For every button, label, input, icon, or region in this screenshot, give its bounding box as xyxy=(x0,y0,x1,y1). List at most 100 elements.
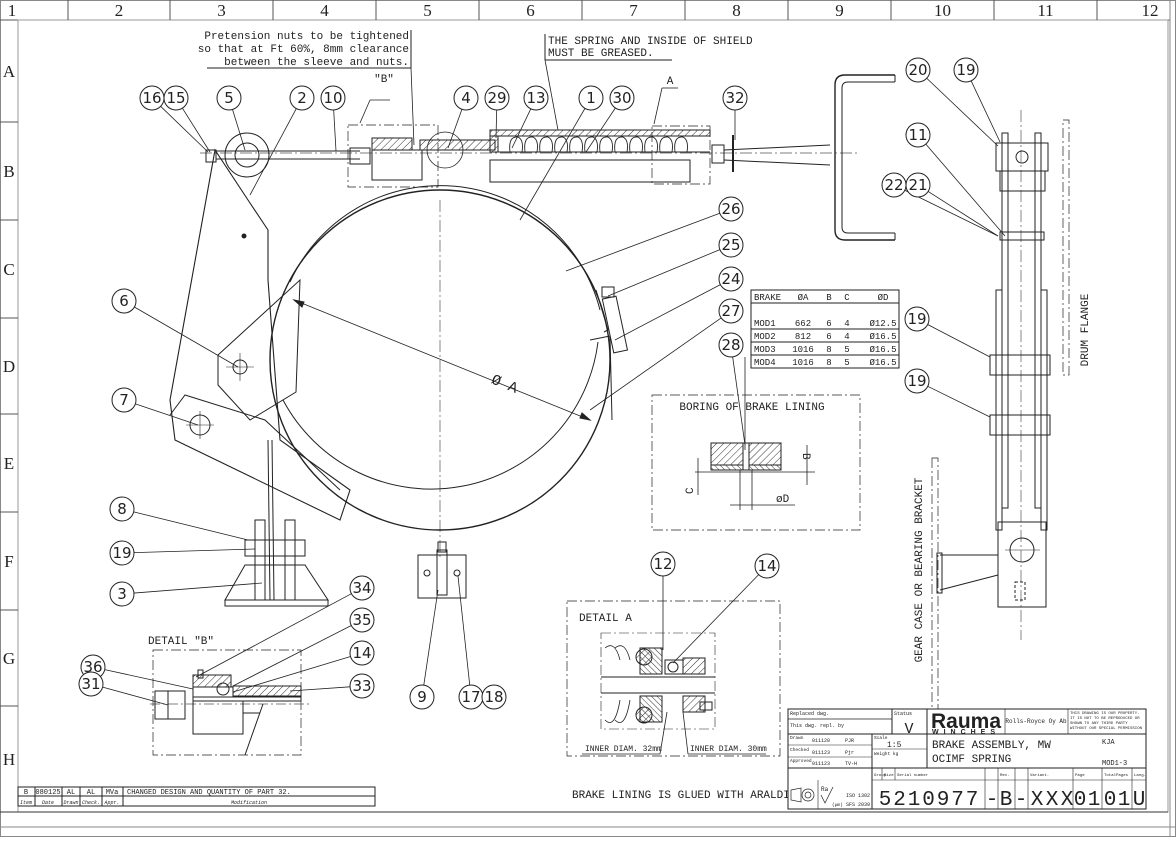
detail-b-title: DETAIL "B" xyxy=(148,636,214,648)
revision-header-check: Check. xyxy=(82,800,100,806)
leader-line xyxy=(565,212,720,272)
leader-line xyxy=(102,686,169,706)
revision-letter: B xyxy=(1000,789,1013,812)
serial-digit: 1 xyxy=(908,789,921,812)
note-line: between the sleeve and nuts. xyxy=(224,57,409,69)
balloon-number: 28 xyxy=(721,336,740,354)
note-line: THE SPRING AND INSIDE OF SHIELD xyxy=(548,36,753,48)
balloon-number: 14 xyxy=(757,557,776,575)
part-balloon-29: 29 xyxy=(484,85,510,111)
leader-line xyxy=(495,109,498,139)
scale-value: 1:5 xyxy=(887,741,902,750)
variant-char: X xyxy=(1046,789,1059,812)
roughness-unit: (µm) xyxy=(832,802,843,808)
balloon-circle xyxy=(523,85,549,111)
leader-line xyxy=(333,109,337,152)
balloon-number: 22 xyxy=(884,176,903,194)
approved-label: Approved xyxy=(790,758,812,764)
table-cell: 4 xyxy=(844,319,849,329)
column-marker: 11 xyxy=(1037,1,1053,20)
dim-b-label: B xyxy=(799,453,811,460)
row-marker: G xyxy=(3,649,15,668)
boring-detail-title: BORING OF BRAKE LINING xyxy=(679,402,824,414)
scale-label: Scale xyxy=(874,735,888,741)
projection-symbol-icon xyxy=(790,787,815,803)
table-cell: 8 xyxy=(826,358,831,368)
part-balloon-8: 8 xyxy=(109,496,135,522)
serial-digit: 5 xyxy=(879,789,892,812)
part-balloon-9: 9 xyxy=(409,684,435,710)
balloon-circle xyxy=(953,57,979,83)
leader-line xyxy=(133,582,263,594)
roughness-symbol-icon xyxy=(820,786,834,804)
part-balloon-27: 27 xyxy=(718,298,744,324)
drawing-title-2: OCIMF SPRING xyxy=(932,754,1011,766)
part-balloon-28: 28 xyxy=(718,332,744,358)
column-marker: 5 xyxy=(423,1,432,20)
part-balloon-14: 14 xyxy=(349,640,375,666)
revision-drawn: AL xyxy=(67,789,75,797)
balloon-number: 30 xyxy=(612,89,631,107)
inner-diam-30-label: INNER DIAM. 30mm xyxy=(690,745,767,754)
leader-line xyxy=(447,109,463,149)
title-block: Replaced dwg. This dwg. repl. by Status … xyxy=(787,708,1147,812)
part-balloon-31: 31 xyxy=(78,671,104,697)
balloon-circle xyxy=(320,85,346,111)
balloon-circle xyxy=(609,85,635,111)
drawing-code-1: KJA xyxy=(1102,739,1115,747)
spring-coil xyxy=(599,136,613,153)
part-balloon-21: 21 xyxy=(905,172,931,198)
table-header-cell: ØA xyxy=(798,293,809,303)
leader-line xyxy=(589,317,722,411)
drawing-code-2: MOD1-3 xyxy=(1102,760,1127,768)
balloon-circle xyxy=(78,671,104,697)
inner-diam-32-label: INNER DIAM. 32mm xyxy=(585,745,662,754)
balloon-circle xyxy=(109,540,135,566)
part-balloon-10: 10 xyxy=(320,85,346,111)
property-note-line: THIS DRAWING IS OUR PROPERTY. xyxy=(1070,712,1140,716)
serial-digit: 9 xyxy=(937,789,950,812)
part-balloon-5: 5 xyxy=(216,85,242,111)
size-label: Size xyxy=(884,773,894,778)
balloon-circle xyxy=(216,85,242,111)
property-note-line: SHOWN TO ANY THIRD PARTY xyxy=(1070,722,1128,726)
dim-c-label: C xyxy=(685,487,697,494)
revision-check: AL xyxy=(87,789,95,797)
balloon-number: 12 xyxy=(653,555,672,573)
checked-label: Checked xyxy=(790,747,809,753)
leader-line xyxy=(423,589,439,686)
table-cell: 6 xyxy=(826,332,831,342)
balloon-circle xyxy=(718,266,744,292)
balloon-circle xyxy=(109,581,135,607)
balloon-circle xyxy=(481,684,507,710)
spring-coil xyxy=(614,136,628,153)
spring-coil xyxy=(539,136,553,153)
balloon-number: 15 xyxy=(166,89,185,107)
balloon-circle xyxy=(650,551,676,577)
revision-block: B 080125 AL AL MVa CHANGED DESIGN AND QU… xyxy=(17,786,376,807)
drawn-by: PJR xyxy=(845,738,854,744)
variant-label: Variant. xyxy=(1030,773,1049,778)
page-digit: 0 xyxy=(1074,789,1087,812)
part-balloon-1: 1 xyxy=(578,85,604,111)
part-balloon-35: 35 xyxy=(349,607,375,633)
row-marker: F xyxy=(4,552,13,571)
part-balloon-17: 17 xyxy=(458,684,484,710)
variant-char: X xyxy=(1031,789,1044,812)
leader-line xyxy=(927,324,991,358)
balloon-circle xyxy=(905,57,931,83)
property-note-line: WITHOUT OUR SPECIAL PERMISSION xyxy=(1070,727,1143,731)
part-balloon-4: 4 xyxy=(453,85,479,111)
status-value: V xyxy=(904,721,913,738)
leader-line xyxy=(927,385,991,418)
revision-item: B xyxy=(24,789,28,797)
balloon-circle xyxy=(905,172,931,198)
balloon-number: 17 xyxy=(461,688,480,706)
table-cell: 5 xyxy=(844,345,849,355)
weight-label: Weight kg xyxy=(874,751,899,757)
detail-a-title: DETAIL A xyxy=(579,613,632,625)
leader-line xyxy=(511,108,532,149)
drawing-title-1: BRAKE ASSEMBLY, MW xyxy=(932,740,1051,752)
